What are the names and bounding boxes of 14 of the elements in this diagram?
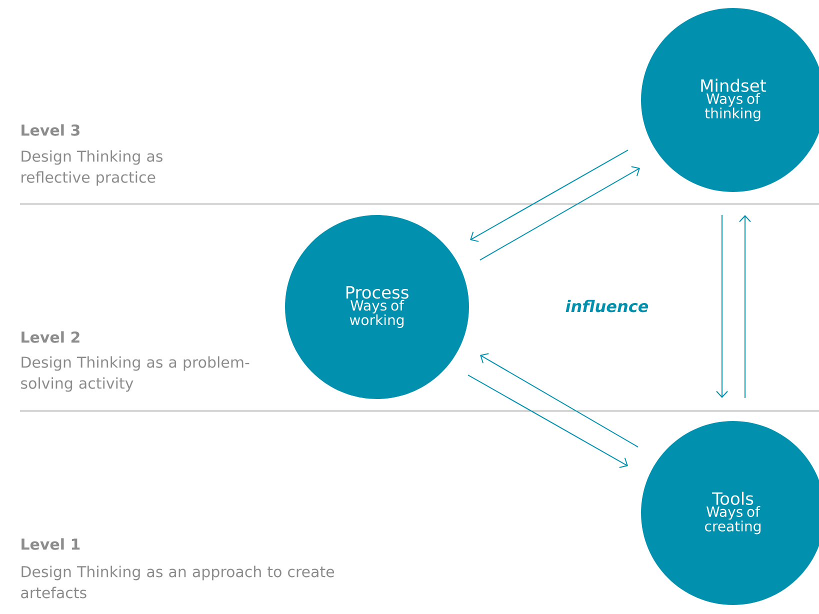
arrow: [468, 374, 628, 468]
arrow: [480, 166, 640, 260]
level-description: Design Thinking as a problem-solving activity: [21, 356, 250, 392]
circle-node: Process Ways of working: [285, 215, 469, 399]
level-title: Level 1: [22, 538, 80, 550]
arrow: [739, 215, 751, 398]
arrow: [470, 150, 628, 242]
annotation-text: influence: [566, 300, 648, 312]
level-title: Level 3: [22, 124, 80, 136]
arrow: [480, 353, 638, 448]
level-description: Design Thinking as reflective practice: [22, 150, 162, 186]
level-description: Design Thinking as an approach to create artefacts: [21, 566, 334, 598]
level-title: Level 2: [22, 331, 80, 343]
arrow: [716, 214, 728, 398]
